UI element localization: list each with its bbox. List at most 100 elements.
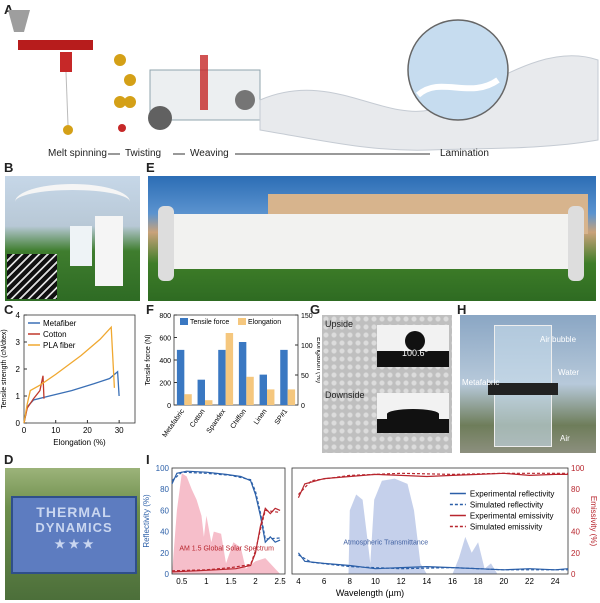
- category-label: Cotton: [189, 408, 207, 429]
- bar-tensile-force: [197, 379, 205, 405]
- plot-frame: [173, 314, 299, 406]
- legend-label: PLA fiber: [43, 341, 76, 350]
- x-tick-label: 10: [51, 426, 60, 435]
- y-tick-label: 4: [16, 311, 21, 320]
- category-label: Metafabric: [161, 408, 186, 439]
- label-metafabric: Metafabric: [462, 378, 500, 387]
- y-tick-label: 100: [156, 464, 170, 473]
- y2-tick-label: 100: [571, 464, 585, 473]
- series-line-simulated-reflectivity-right: [298, 554, 568, 571]
- y-axis-label: Tensile force (N): [145, 335, 152, 386]
- y-tick-label: 3: [16, 338, 21, 347]
- series-line-experimental-reflectivity-right: [297, 552, 569, 571]
- fabric-ribbon: [259, 55, 599, 151]
- bar-elongation: [267, 389, 275, 405]
- series-line-pla-fiber: [23, 325, 116, 424]
- y-tick-label: 2: [16, 365, 21, 374]
- twist-spool-4: [124, 96, 136, 108]
- bar-elongation: [225, 333, 234, 405]
- x-tick-label: 2: [253, 577, 258, 586]
- step-weaving: Weaving: [190, 148, 229, 159]
- legend-label: Tensile force: [190, 319, 229, 326]
- solar-spectrum-area: [172, 473, 281, 574]
- bar-elongation: [205, 400, 213, 405]
- legend-label: Simulated emissivity: [470, 522, 542, 531]
- bar-tensile-force: [176, 349, 185, 405]
- atmospheric-transmittance-area: [348, 478, 427, 574]
- series-line-experimental-reflectivity-left: [171, 470, 281, 544]
- panel-label-c: C: [4, 302, 14, 317]
- label-air: Air: [560, 434, 570, 443]
- y-tick-label: 0: [16, 419, 21, 428]
- manufacturing-schematic: [0, 0, 600, 166]
- y2-tick-label: 60: [571, 506, 580, 515]
- legend-label: Experimental emissivity: [470, 511, 554, 520]
- banner-stars: ★ ★ ★: [54, 537, 94, 551]
- x-tick-label: 0.5: [176, 577, 188, 586]
- x-tick-label: 6: [322, 577, 327, 586]
- bar-tensile-force: [280, 349, 288, 405]
- y2-tick-label: 100: [301, 343, 313, 350]
- panel-label-i: I: [146, 452, 150, 467]
- fiber-micrograph: [7, 254, 57, 299]
- y-tick-label: 600: [159, 336, 171, 343]
- annotation-atmospheric: Atmospheric Transmittance: [343, 539, 428, 546]
- legend-swatch: [238, 318, 246, 325]
- y2-axis-label: Emissivity (%): [589, 496, 598, 547]
- y-tick-label: 60: [160, 506, 169, 515]
- y2-tick-label: 40: [571, 528, 580, 537]
- x-tick-label: 22: [525, 577, 534, 586]
- bar-elongation: [287, 389, 296, 405]
- series-line-simulated-emissivity-left: [171, 509, 281, 572]
- droplet-base: [377, 351, 449, 367]
- legend-label: Experimental reflectivity: [470, 489, 554, 498]
- annotation-solar: AM 1.5 Global Solar Spectrum: [179, 546, 274, 553]
- panel-label-g: G: [310, 302, 321, 317]
- loom-roller-1: [148, 106, 172, 130]
- roller-left: [158, 206, 174, 281]
- twist-spool-1: [114, 54, 126, 66]
- twist-spool-2: [124, 74, 136, 86]
- label-contact-angle: 100.6°: [402, 348, 429, 358]
- fabric-clamp: [488, 383, 558, 395]
- panel-label-d: D: [4, 452, 14, 467]
- y-tick-label: 40: [160, 528, 169, 537]
- y2-tick-label: 150: [301, 313, 313, 320]
- extruder: [18, 40, 93, 50]
- series-line-simulated-emissivity-right: [297, 472, 568, 495]
- plot-frame: [23, 314, 136, 424]
- x-tick-label: 4: [296, 577, 301, 586]
- y2-tick-label: 80: [571, 485, 580, 494]
- droplet-sphere: [405, 331, 425, 351]
- plot-frame-left: [171, 467, 286, 575]
- x-tick-label: 12: [397, 577, 406, 586]
- photo-contact-angle: [322, 315, 452, 453]
- y2-tick-label: 0: [571, 570, 576, 579]
- photo-fabric-roll: [148, 176, 596, 301]
- bar-tensile-force: [259, 374, 267, 405]
- heddle-red: [200, 55, 208, 110]
- category-label: Chiffon: [230, 408, 248, 430]
- x-tick-label: 0: [22, 426, 27, 435]
- manufacturing-schematic-svg: [8, 10, 599, 155]
- y-tick-label: 800: [159, 313, 171, 320]
- x-tick-label: 10: [371, 577, 380, 586]
- y2-tick-label: 20: [571, 549, 580, 558]
- twist-spool-3: [114, 96, 126, 108]
- y2-tick-label: 0: [301, 403, 305, 410]
- twist-spool-red: [118, 124, 126, 132]
- x-tick-label: 20: [499, 577, 508, 586]
- banner: THERMAL DYNAMICS ★ ★ ★: [11, 496, 137, 574]
- spool-right: [95, 216, 123, 286]
- step-twisting: Twisting: [125, 148, 162, 159]
- panel-label-e: E: [146, 160, 155, 175]
- atmospheric-transmittance-area-2: [452, 536, 498, 574]
- series-line-metafiber: [23, 370, 120, 424]
- y-tick-label: 80: [160, 485, 169, 494]
- flat-base: [377, 419, 449, 433]
- bar-elongation: [184, 394, 192, 405]
- label-upside: Upside: [325, 319, 354, 329]
